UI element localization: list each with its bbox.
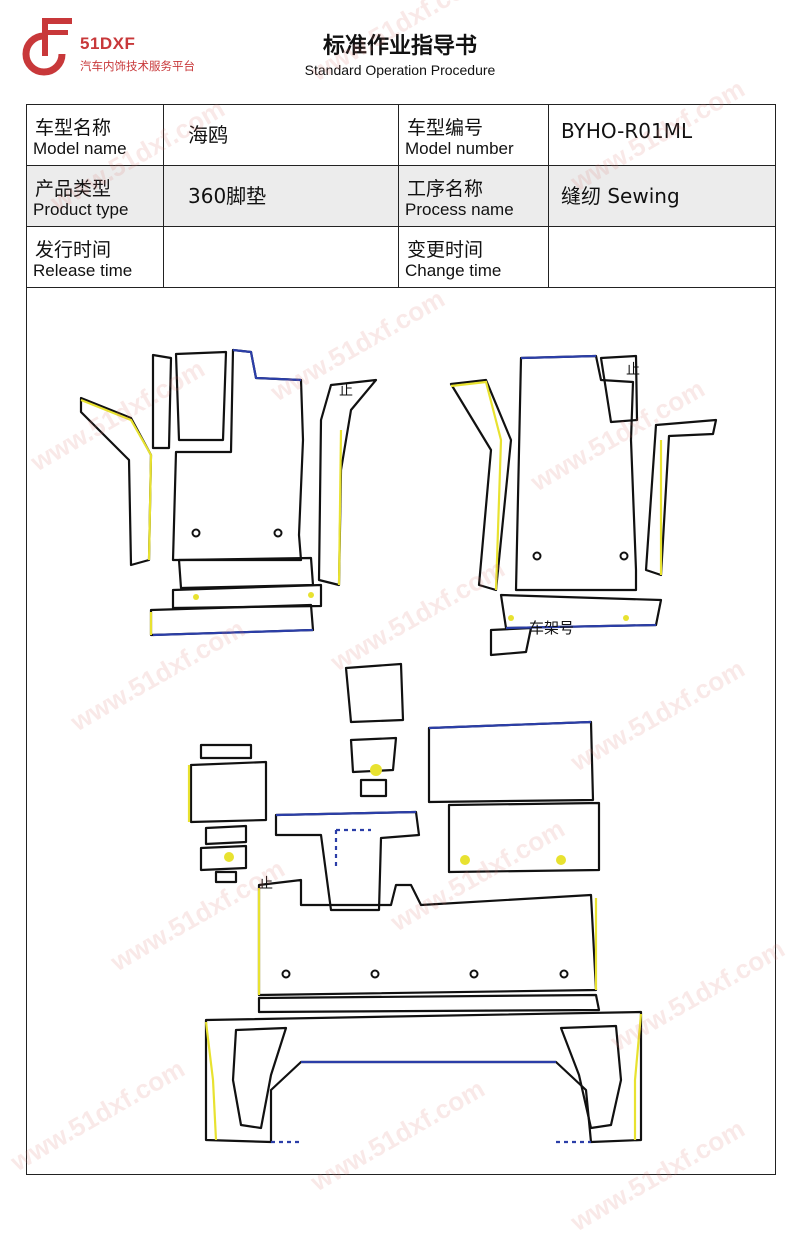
seam-yellow-passenger-left [450, 380, 503, 591]
rear-mat-right-arc [559, 1024, 623, 1130]
seam-blue-driver-bottom [152, 628, 314, 637]
rear-mat-left-arc [231, 1026, 288, 1130]
seam-yellow-driver-right [337, 429, 343, 586]
rear-mat-bottom-band [257, 993, 601, 1014]
model-name-value: 海鸥 [188, 123, 228, 147]
rear-left-small-4 [199, 844, 248, 872]
passenger-mat-lower-piece [489, 626, 533, 657]
driver-mat-top-panel [174, 350, 228, 442]
passenger-mat-front-strip [499, 593, 663, 630]
info-row-product: 产品类型 Product type 360脚垫 工序名称 Process nam… [26, 165, 776, 227]
yellow-mark-8 [623, 615, 629, 621]
driver-mat-front-strip-1 [171, 583, 323, 610]
info-table: 车型名称 Model name 海鸥 车型编号 Model number BYH… [26, 104, 776, 288]
stop-mark-3: 止 [259, 876, 273, 892]
center-tunnel-piece-3 [359, 778, 388, 798]
document-title: 标准作业指导书 [322, 34, 477, 59]
rear-left-small-2 [189, 760, 268, 824]
label-cell: 变更时间 Change time [398, 226, 549, 288]
label-en: Release time [33, 261, 133, 280]
pattern-drawing-area: 止 止 止 车架号 [26, 287, 776, 1175]
seam-blue-passenger-bottom [505, 623, 657, 630]
driver-mat-right-flap [317, 378, 378, 587]
label-cell: 发行时间 Release time [26, 226, 164, 288]
label-cn: 产品类型 [35, 178, 112, 200]
label-cn: 发行时间 [35, 239, 112, 261]
center-tunnel-piece-2 [349, 736, 398, 774]
rear-left-small-1 [199, 743, 253, 760]
label-en: Product type [33, 200, 129, 219]
label-cell: 产品类型 Product type [26, 165, 164, 227]
rear-mat-main-body [257, 878, 598, 997]
label-cell: 车型名称 Model name [26, 104, 164, 166]
seam-yellow-rear-arc-right [633, 1013, 643, 1140]
seam-blue-rear-top [428, 720, 592, 730]
seam-blue-passenger-top [520, 354, 597, 360]
model-number-value: BYHO-R01ML [561, 119, 693, 143]
rear-left-small-3 [204, 824, 248, 846]
hole-8 [559, 969, 569, 979]
seam-blue-driver-top [232, 348, 302, 382]
hole-7 [469, 969, 479, 979]
passenger-mat-side-strip [599, 354, 639, 424]
passenger-mat-outline [514, 354, 638, 592]
yellow-mark-6 [308, 592, 314, 598]
value-cell: 360脚垫 [163, 165, 399, 227]
process-name-value: 缝纫 Sewing [561, 184, 680, 208]
seam-yellow-left-flap [80, 398, 153, 561]
hole-1 [191, 528, 201, 538]
center-tunnel-piece-1 [344, 662, 405, 724]
label-cell: 车型编号 Model number [398, 104, 549, 166]
info-row-model: 车型名称 Model name 海鸥 车型编号 Model number BYH… [26, 104, 776, 166]
label-cn: 变更时间 [407, 239, 484, 261]
driver-mat-heel-pad [177, 556, 315, 590]
label-en: Process name [405, 200, 514, 219]
document-header: 51DXF 汽车内饰技术服务平台 标准作业指导书 Standard Operat… [0, 0, 800, 100]
yellow-mark-5 [193, 594, 199, 600]
label-cn: 车型编号 [407, 117, 484, 139]
floor-mat-pattern-drawing: 止 止 止 车架号 [79, 348, 718, 1144]
label-cell: 工序名称 Process name [398, 165, 549, 227]
hole-4 [619, 551, 629, 561]
rear-mat-center-tunnel [274, 810, 421, 912]
value-cell [163, 226, 399, 288]
51dxf-logo-icon [22, 18, 72, 76]
hole-5 [281, 969, 291, 979]
frame-number-label: 车架号 [529, 619, 574, 637]
label-en: Change time [405, 261, 502, 280]
seam-blue-rear-tunnel [275, 810, 417, 817]
driver-mat-side-strip [151, 353, 173, 450]
brand-name: 51DXF [80, 34, 136, 53]
label-cn: 车型名称 [35, 117, 112, 139]
hole-2 [273, 528, 283, 538]
value-cell [548, 226, 776, 288]
brand-tagline: 汽车内饰技术服务平台 [80, 59, 195, 73]
passenger-mat-right-flap [644, 418, 718, 577]
rear-left-small-5 [214, 870, 238, 884]
yellow-mark-2 [224, 852, 234, 862]
rear-mat-mid-panel [447, 801, 601, 874]
rear-mat-top-panel [427, 720, 595, 804]
info-row-time: 发行时间 Release time 变更时间 Change time [26, 226, 776, 288]
label-en: Model name [33, 139, 127, 158]
seam-blue-dashed-tunnel [334, 828, 371, 870]
yellow-mark-7 [508, 615, 514, 621]
stop-mark-1: 止 [339, 383, 353, 399]
product-type-value: 360脚垫 [188, 184, 267, 208]
stop-mark-2: 止 [626, 362, 640, 378]
label-en: Model number [405, 139, 514, 158]
value-cell: 海鸥 [163, 104, 399, 166]
label-cn: 工序名称 [407, 178, 484, 200]
seam-yellow-rear-arc-left [204, 1021, 218, 1141]
document-subtitle: Standard Operation Procedure [304, 62, 496, 78]
value-cell: 缝纫 Sewing [548, 165, 776, 227]
yellow-mark-4 [556, 855, 566, 865]
hole-3 [532, 551, 542, 561]
yellow-mark-1 [370, 764, 382, 776]
passenger-mat-left-flap [449, 378, 513, 592]
hole-6 [370, 969, 380, 979]
yellow-mark-3 [460, 855, 470, 865]
